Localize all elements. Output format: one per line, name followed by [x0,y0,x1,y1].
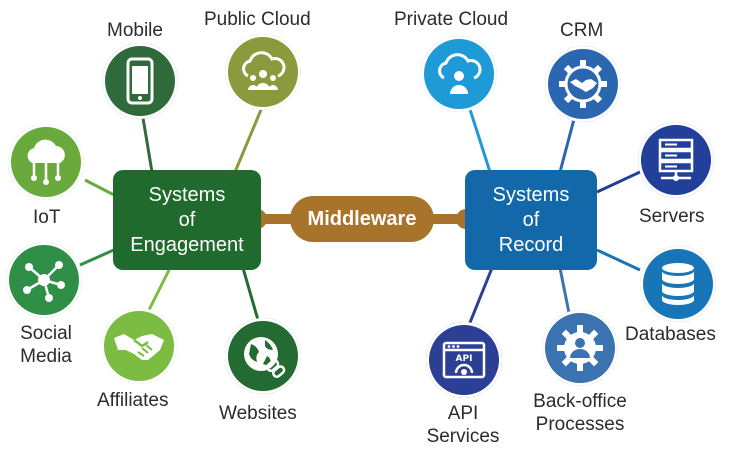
gear-handshake-icon [559,60,607,108]
private-cloud-node [421,36,497,112]
affiliates-label: Affiliates [97,390,169,411]
record-title-line-3: Record [498,233,564,256]
gear-person-icon [557,325,603,371]
engagement-title-line-3: Engagement [130,233,244,256]
api-services-label: API Services [415,402,511,448]
connector-websites [241,267,260,321]
api-services-node: API [426,322,502,398]
social-media-label-line-1: Social [20,323,72,344]
public-cloud-node [225,34,301,110]
server-rack-icon [658,138,694,181]
connector-private-cloud [465,99,492,173]
cloud-network-icon [27,139,65,185]
affiliates-node [101,308,177,384]
systems-of-record-hub: Systems of Record [465,170,597,270]
record-title-line-2: of [522,208,540,231]
mobile-node [102,43,178,119]
databases-label: Databases [625,324,716,345]
public-cloud-label: Public Cloud [204,9,311,30]
api-window-icon: API [442,341,486,379]
engagement-title-line-1: Systems [148,183,226,206]
websites-node [225,318,301,394]
cloud-user-icon [438,53,482,94]
back-office-label-line-1: Back-office [533,391,627,412]
connector-databases [596,248,641,272]
connector-social-media [79,247,117,267]
connector-api-services [465,267,494,331]
connector-servers [596,170,641,194]
social-media-node [6,242,82,318]
api-services-label-line-1: API [447,403,479,424]
handshake-icon [114,334,164,360]
connector-public-cloud [233,104,265,173]
connector-iot [84,178,117,198]
websites-label: Websites [219,403,297,424]
social-media-label-line-2: Media [20,346,72,367]
iot-label: IoT [33,207,61,228]
middleware-pill: Middleware [290,196,434,242]
database-icon [662,263,694,305]
iot-node [8,124,84,200]
network-nodes-icon [23,261,65,302]
private-cloud-label: Private Cloud [394,9,509,30]
mobile-phone-icon [126,57,154,105]
middleware-label: Middleware [307,207,417,230]
globe-link-icon [244,337,286,378]
mobile-label: Mobile [107,20,163,41]
connector-back-office [558,267,572,319]
record-title-line-1: Systems [492,183,570,206]
crm-label: CRM [560,20,604,41]
databases-node [640,246,716,322]
back-office-label-line-2: Processes [535,414,625,435]
systems-of-engagement-hub: Systems of Engagement [113,170,261,270]
social-media-label: Social Media [10,322,82,368]
servers-label: Servers [639,206,705,227]
cloud-people-icon [242,51,286,90]
back-office-node [542,310,618,386]
api-services-label-line-2: Services [426,426,500,447]
svg-text:API: API [456,354,473,364]
back-office-label: Back-office Processes [522,390,638,436]
servers-node [638,122,714,198]
crm-node [545,46,621,122]
engagement-title-line-2: of [178,208,196,231]
